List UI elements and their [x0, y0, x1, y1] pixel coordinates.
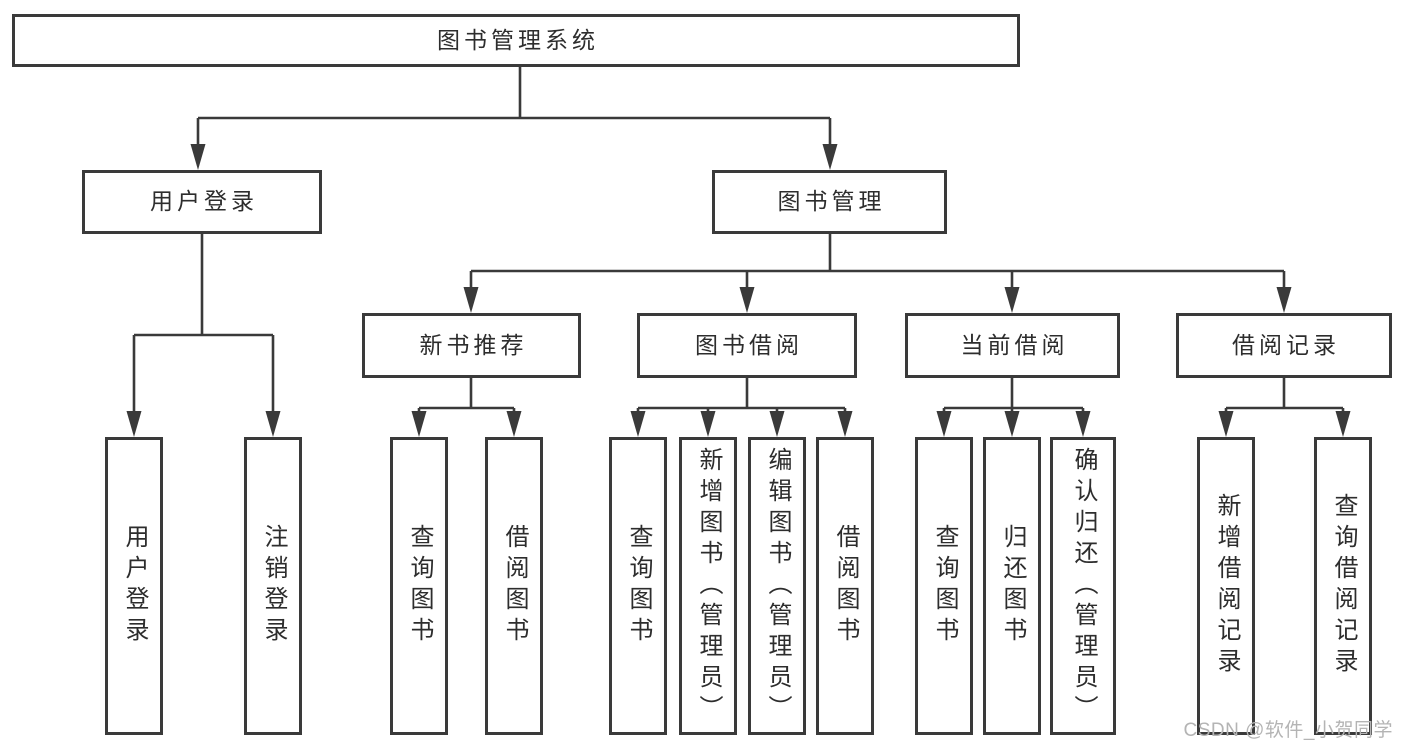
node-leaf-logout: 注销登录 [244, 437, 302, 735]
node-new-book-rec-label: 新书推荐 [419, 331, 528, 358]
connector-book-borrow [630, 378, 853, 437]
node-book-mgmt-label: 图书管理 [777, 188, 886, 215]
node-root-label: 图书管理系统 [437, 26, 599, 53]
node-leaf-query-books-rec: 查询图书 [390, 437, 448, 735]
node-leaf-query-books-borrow-label: 查询图书 [625, 524, 652, 648]
connector-borrow-records [1218, 378, 1351, 437]
node-leaf-borrow-books-rec-label: 借阅图书 [501, 524, 528, 648]
node-leaf-add-book-admin-label: 新增图书（管理员） [695, 446, 722, 726]
node-new-book-rec: 新书推荐 [362, 313, 581, 378]
node-leaf-edit-book-admin-label: 编辑图书（管理员） [764, 446, 791, 726]
node-leaf-query-books-rec-label: 查询图书 [406, 524, 433, 648]
connector-current-borrow [936, 378, 1091, 437]
node-borrow-records: 借阅记录 [1176, 313, 1392, 378]
node-leaf-return-book-label: 归还图书 [999, 524, 1026, 648]
connector-user-login [126, 234, 281, 437]
connector-new-book-rec [411, 378, 522, 437]
node-leaf-borrow-books-borrow-label: 借阅图书 [832, 524, 859, 648]
node-current-borrow-label: 当前借阅 [960, 331, 1069, 358]
node-leaf-add-borrow-record-label: 新增借阅记录 [1213, 493, 1240, 679]
connector-root [190, 67, 838, 170]
node-current-borrow: 当前借阅 [905, 313, 1120, 378]
node-user-login-label: 用户登录 [150, 188, 258, 215]
node-leaf-add-book-admin: 新增图书（管理员） [679, 437, 737, 735]
node-user-login: 用户登录 [82, 170, 322, 234]
node-leaf-query-borrow-record-label: 查询借阅记录 [1330, 493, 1357, 679]
node-leaf-add-borrow-record: 新增借阅记录 [1197, 437, 1255, 735]
node-book-mgmt: 图书管理 [712, 170, 947, 234]
node-book-borrow-label: 图书借阅 [695, 331, 803, 358]
node-borrow-records-label: 借阅记录 [1232, 331, 1340, 358]
connector-book-mgmt [463, 234, 1292, 313]
node-book-borrow: 图书借阅 [637, 313, 857, 378]
node-leaf-query-books-borrow: 查询图书 [609, 437, 667, 735]
node-leaf-return-book: 归还图书 [983, 437, 1041, 735]
node-leaf-confirm-return-admin: 确认归还（管理员） [1050, 437, 1116, 735]
node-leaf-user-login-label: 用户登录 [121, 524, 148, 648]
node-leaf-borrow-books-rec: 借阅图书 [485, 437, 543, 735]
node-leaf-edit-book-admin: 编辑图书（管理员） [748, 437, 806, 735]
node-leaf-query-books-current: 查询图书 [915, 437, 973, 735]
node-leaf-borrow-books-borrow: 借阅图书 [816, 437, 874, 735]
node-leaf-query-borrow-record: 查询借阅记录 [1314, 437, 1372, 735]
node-leaf-confirm-return-admin-label: 确认归还（管理员） [1070, 446, 1097, 726]
watermark: CSDN @软件_小贺同学 [1183, 720, 1393, 741]
node-leaf-query-books-current-label: 查询图书 [931, 524, 958, 648]
node-root: 图书管理系统 [12, 14, 1020, 67]
node-leaf-user-login: 用户登录 [105, 437, 163, 735]
node-leaf-logout-label: 注销登录 [260, 524, 287, 648]
